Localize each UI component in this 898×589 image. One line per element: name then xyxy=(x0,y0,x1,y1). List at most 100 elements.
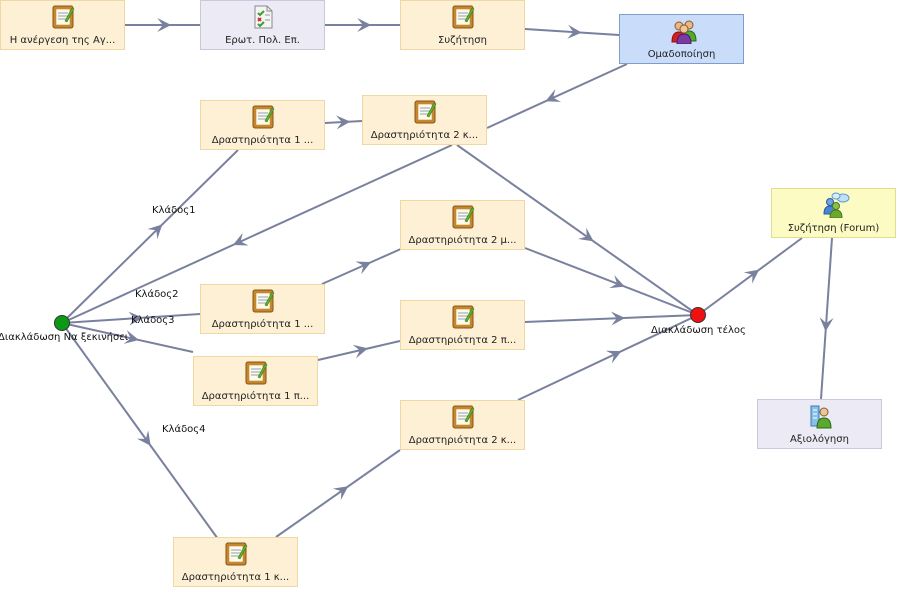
edge-discussion-grouping xyxy=(524,24,620,39)
edge-line xyxy=(317,340,401,361)
activity-forum[interactable]: Συζήτηση (Forum) xyxy=(771,188,896,238)
notepad-icon xyxy=(243,360,269,386)
node-label: Δραστηριότητα 2 κ... xyxy=(370,130,479,141)
edge-questionnaire-discussion xyxy=(325,18,400,32)
branch-label-1: Κλάδος1 xyxy=(152,205,196,216)
arrowhead-icon xyxy=(578,227,594,242)
arrowhead-icon xyxy=(332,486,349,501)
edge-b4act2-end xyxy=(517,314,699,401)
activity-branch2-act2[interactable]: Δραστηριότητα 2 μ... xyxy=(400,200,525,250)
edge-line xyxy=(524,314,699,323)
edge-line xyxy=(517,314,699,401)
arrowhead-icon xyxy=(605,350,622,364)
edge-start-b1act1 xyxy=(61,149,239,324)
arrowhead-icon xyxy=(355,261,372,275)
end-gate[interactable] xyxy=(690,307,706,323)
notepad-icon xyxy=(223,541,249,567)
edge-line xyxy=(820,237,833,400)
edge-line xyxy=(61,322,219,540)
activity-branch1-act1[interactable]: Δραστηριότητα 1 ... xyxy=(200,100,325,150)
notepad-icon xyxy=(450,404,476,430)
edge-line xyxy=(524,247,699,316)
edge-forum-evaluation xyxy=(819,237,834,400)
branch-label-4: Κλάδος4 xyxy=(162,424,206,435)
edge-b1act1-b1act2 xyxy=(324,115,363,130)
activity-activation[interactable]: Η ανέργεση της Αγ... xyxy=(0,0,125,50)
edge-activation-questionnaire xyxy=(125,18,200,32)
edge-line xyxy=(61,313,201,324)
activity-branch4-act1[interactable]: Δραστηριότητα 1 κ... xyxy=(173,537,298,587)
arrowhead-icon xyxy=(567,24,582,39)
edge-start-b2act1 xyxy=(61,311,201,326)
notepad-icon xyxy=(450,304,476,330)
arrowhead-icon xyxy=(232,232,249,246)
edge-line xyxy=(486,63,628,129)
start-gate-label: Διακλάδωση Να ξεκινήσει xyxy=(0,332,129,343)
edge-line xyxy=(61,322,194,353)
arrowhead-icon xyxy=(743,269,760,284)
arrowhead-icon xyxy=(157,18,172,32)
activity-discussion[interactable]: Συζήτηση xyxy=(400,0,525,50)
arrowhead-icon xyxy=(147,224,163,240)
edge-b1act2-end xyxy=(456,144,699,316)
edge-start-b3act1 xyxy=(61,322,194,353)
arrowhead-icon xyxy=(136,430,151,446)
arrowhead-icon xyxy=(123,330,139,344)
evaluation-icon xyxy=(807,403,833,429)
arrowhead-icon xyxy=(335,115,351,130)
arrowhead-icon xyxy=(128,311,143,326)
node-label: Συζήτηση xyxy=(438,35,487,46)
node-label: Δραστηριότητα 1 ... xyxy=(211,135,314,146)
activity-questionnaire[interactable]: Ερωτ. Πολ. Επ. xyxy=(200,0,325,50)
edge-b2act2-end xyxy=(524,247,699,316)
notepad-icon xyxy=(250,288,276,314)
node-label: Δραστηριότητα 2 κ... xyxy=(408,435,517,446)
branch-label-2: Κλάδος2 xyxy=(135,289,179,300)
activity-branch1-act2[interactable]: Δραστηριότητα 2 κ... xyxy=(362,95,487,145)
notepad-icon xyxy=(450,204,476,230)
arrowhead-icon xyxy=(819,317,834,332)
group-users-icon xyxy=(669,18,697,45)
node-label: Δραστηριότητα 1 π... xyxy=(201,391,310,402)
notepad-icon xyxy=(412,99,438,125)
end-gate-label: Διακλάδωση τέλος xyxy=(651,325,746,336)
edge-line xyxy=(697,237,803,316)
edge-line xyxy=(61,144,453,324)
activity-branch3-act2[interactable]: Δραστηριότητα 2 π... xyxy=(400,300,525,350)
node-label: Δραστηριότητα 1 ... xyxy=(211,319,314,330)
branch-label-3: Κλάδος3 xyxy=(131,315,175,326)
start-gate[interactable] xyxy=(54,315,70,331)
activity-grouping[interactable]: Ομαδοποίηση xyxy=(619,14,744,64)
node-label: Η ανέργεση της Αγ... xyxy=(9,35,116,46)
questionnaire-icon xyxy=(250,4,276,30)
edge-line xyxy=(275,449,401,538)
edge-b3act1-b3act2 xyxy=(317,340,401,361)
activity-evaluation[interactable]: Αξιολόγηση xyxy=(757,399,882,449)
node-label: Δραστηριότητα 2 π... xyxy=(408,335,517,346)
forum-icon xyxy=(821,192,849,219)
arrowhead-icon xyxy=(610,311,626,326)
arrowhead-icon xyxy=(357,18,372,32)
activity-branch4-act2[interactable]: Δραστηριότητα 2 κ... xyxy=(400,400,525,450)
edge-line xyxy=(61,149,239,324)
activity-branch3-act1[interactable]: Δραστηριότητα 1 π... xyxy=(193,356,318,406)
edge-b4act1-b4act2 xyxy=(275,449,401,538)
edge-line xyxy=(321,247,404,285)
node-label: Δραστηριότητα 2 μ... xyxy=(408,235,517,246)
edge-end-forum xyxy=(697,237,803,316)
arrowhead-icon xyxy=(545,89,562,102)
node-label: Δραστηριότητα 1 κ... xyxy=(181,572,290,583)
node-label: Συζήτηση (Forum) xyxy=(787,223,880,234)
notepad-icon xyxy=(450,4,476,30)
notepad-icon xyxy=(50,4,76,30)
activity-branch2-act1[interactable]: Δραστηριότητα 1 ... xyxy=(200,284,325,334)
notepad-icon xyxy=(250,104,276,130)
node-label: Αξιολόγηση xyxy=(790,434,849,445)
edge-b3act2-end xyxy=(524,311,699,326)
node-label: Ερωτ. Πολ. Επ. xyxy=(225,35,300,46)
edge-line xyxy=(456,144,699,316)
node-label: Ομαδοποίηση xyxy=(647,49,716,60)
edge-line xyxy=(524,28,620,36)
edge-grouping-b1act2 xyxy=(486,63,628,129)
